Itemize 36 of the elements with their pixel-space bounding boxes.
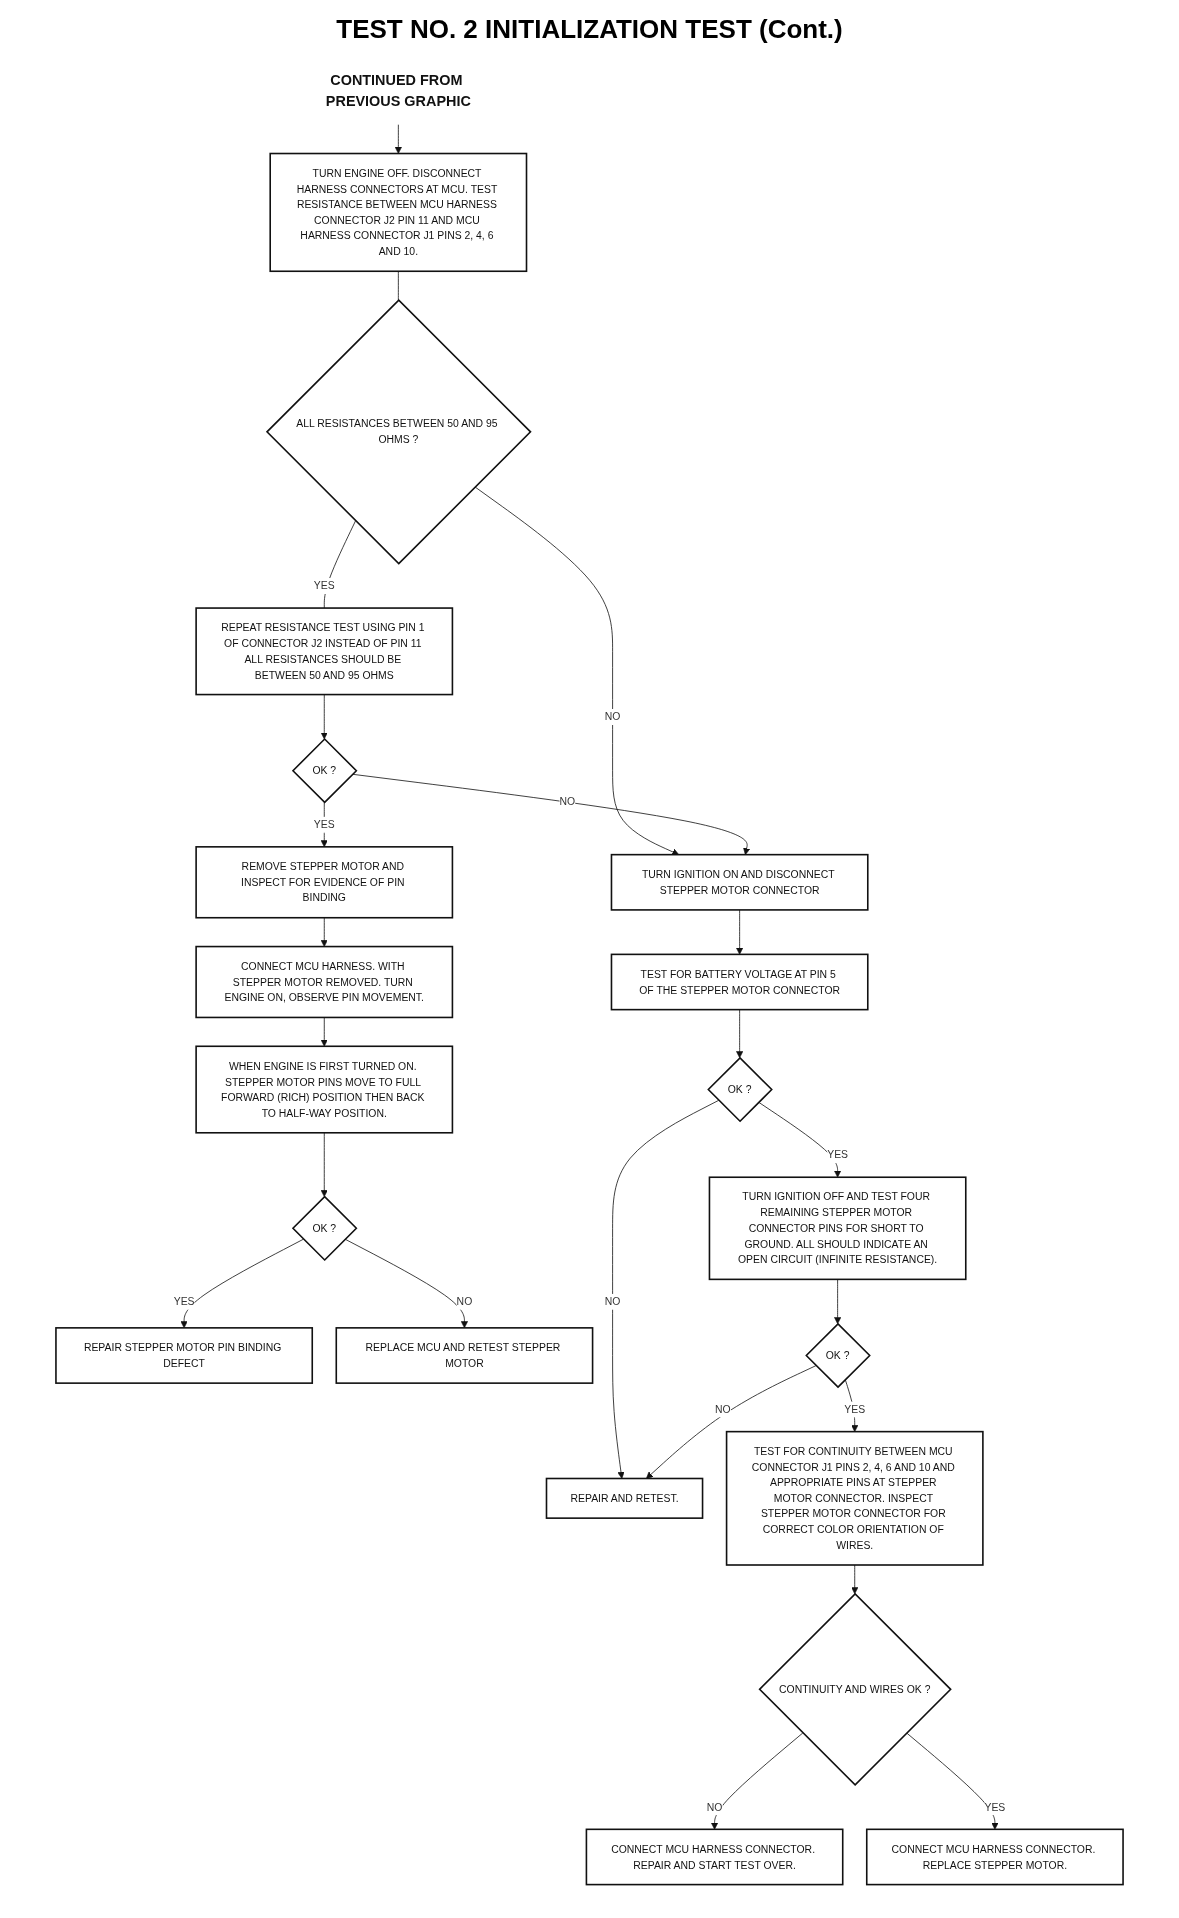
node-box: TURN IGNITION OFF AND TEST FOUR REMAINING STEPPER MOTOR CONNECTOR PINS FOR SHORT TO GROUND. ALL SHOULD INDICATE AN OPEN CIRCUIT (INFINITE RESISTANCE).	[708, 1176, 967, 1281]
node-diamond: OK ?	[291, 1195, 358, 1262]
diagram-title: TEST NO. 2 INITIALIZATION TEST (Cont.)	[335, 14, 844, 45]
edge-label: NO	[604, 710, 621, 723]
node-box: CONNECT MCU HARNESS CONNECTOR. REPAIR AND START TEST OVER.	[585, 1828, 844, 1886]
node-box: CONNECT MCU HARNESS CONNECTOR. REPLACE STEPPER MOTOR.	[865, 1828, 1124, 1886]
node-diamond: CONTINUITY AND WIRES OK ?	[758, 1592, 952, 1786]
node-diamond: ALL RESISTANCES BETWEEN 50 AND 95 OHMS ?	[265, 298, 532, 565]
edge-label: YES	[173, 1295, 195, 1308]
node-text: CONTINUED FROM PREVIOUS GRAPHIC	[325, 71, 471, 110]
edge-label: YES	[844, 1403, 866, 1416]
connector	[323, 520, 356, 609]
edge-label: NO	[714, 1403, 731, 1416]
edge-label: NO	[706, 1800, 723, 1813]
edge-label: YES	[984, 1800, 1006, 1813]
connector	[397, 270, 399, 301]
node-diamond: OK ?	[707, 1056, 773, 1123]
node-diamond: OK ?	[805, 1322, 871, 1389]
edge-label: NO	[456, 1295, 473, 1308]
node-box: WHEN ENGINE IS FIRST TURNED ON. STEPPER MOTOR PINS MOVE TO FULL FORWARD (RICH) POSITION THEN BACK TO HALF-WAY POSITION.	[195, 1045, 454, 1134]
edge-label: YES	[313, 818, 335, 831]
edge-label: YES	[313, 579, 335, 592]
edge-label: NO	[559, 795, 575, 808]
node-box: REPAIR AND RETEST.	[545, 1477, 704, 1519]
node-box: TURN IGNITION ON AND DISCONNECT STEPPER MOTOR CONNECTOR	[610, 853, 869, 911]
node-box: REPEAT RESISTANCE TEST USING PIN 1 OF CONNECTOR J2 INSTEAD OF PIN 11 ALL RESISTANCES SHOULD BE BETWEEN 50 AND 95 OHMS	[195, 607, 454, 696]
edge-label: NO	[604, 1295, 621, 1308]
node-box: REMOVE STEPPER MOTOR AND INSPECT FOR EVIDENCE OF PIN BINDING	[195, 846, 454, 919]
node-box: TURN ENGINE OFF. DISCONNECT HARNESS CONNECTORS AT MCU. TEST RESISTANCE BETWEEN MCU HARNESS CONNECTOR J2 PIN 11 AND MCU HARNESS CONNECTOR J1 PINS 2, 4, 6 AND 10.	[269, 152, 528, 273]
node-box: TEST FOR CONTINUITY BETWEEN MCU CONNECTOR J1 PINS 2, 4, 6 AND 10 AND APPROPRIATE PINS AT STEPPER MOTOR CONNECTOR. INSPECT STEPPER MOTOR CONNECTOR FOR CORRECT COLOR ORIENTATION OF WIRES.	[725, 1430, 984, 1566]
node-box: REPAIR STEPPER MOTOR PIN BINDING DEFECT	[55, 1327, 314, 1384]
edge-label: YES	[827, 1148, 849, 1161]
node-diamond: OK ?	[291, 737, 358, 804]
node-box: TEST FOR BATTERY VOLTAGE AT PIN 5 OF THE STEPPER MOTOR CONNECTOR	[610, 953, 869, 1011]
node-box: REPLACE MCU AND RETEST STEPPER MOTOR	[335, 1327, 594, 1384]
node-box: CONNECT MCU HARNESS. WITH STEPPER MOTOR REMOVED. TURN ENGINE ON, OBSERVE PIN MOVEMENT.	[195, 945, 454, 1019]
